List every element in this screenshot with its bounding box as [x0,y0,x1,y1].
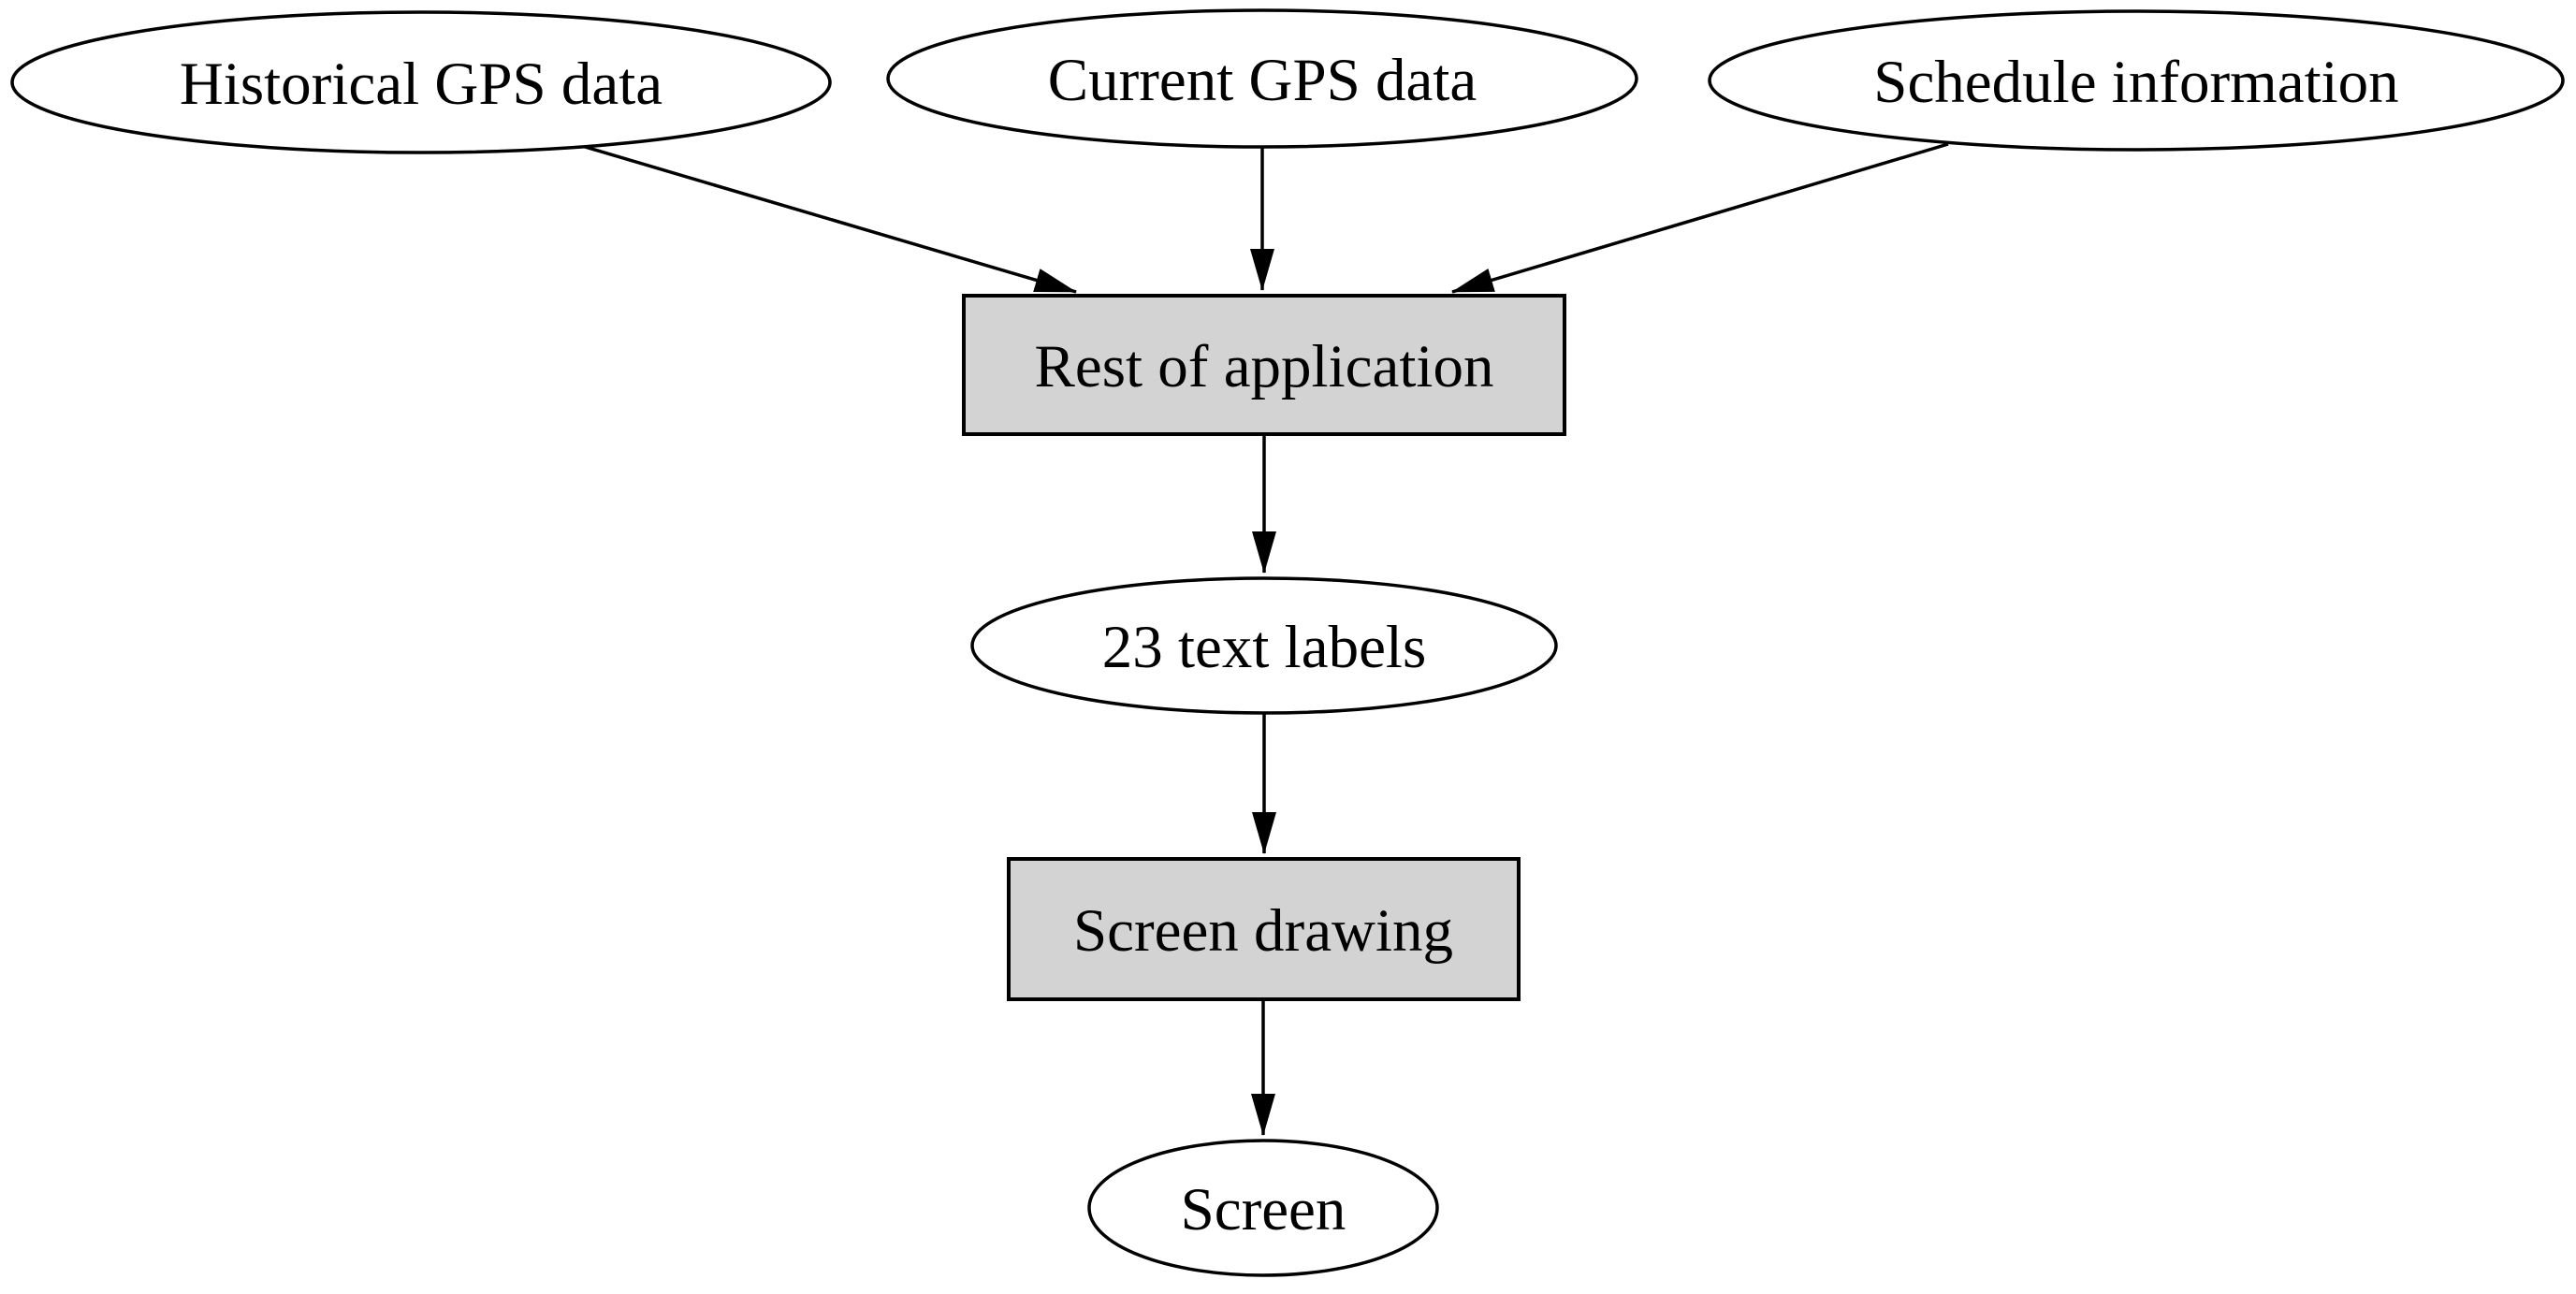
node-historical-gps-data-label: Historical GPS data [180,51,662,118]
node-historical-gps-data-shape [10,10,832,154]
node-current-gps-data: Current GPS data [886,8,1638,149]
node-screen-label: Screen [1181,1176,1346,1243]
node-screen: Screen [1087,1139,1439,1277]
node-23-text-labels-label: 23 text labels [1102,614,1427,681]
node-rest-of-application-label: Rest of application [1035,333,1494,400]
node-23-text-labels-shape [970,576,1558,715]
edge-historical-to-rest [581,144,1077,294]
node-schedule-information-label: Schedule information [1873,49,2398,116]
node-current-gps-data-label: Current GPS data [1048,47,1477,114]
edge-schedule-to-rest [1451,142,1949,294]
node-screen-drawing-shape [1007,857,1521,1001]
node-current-gps-data-shape [886,8,1638,149]
node-screen-drawing: Screen drawing [1007,857,1521,1001]
node-screen-shape [1087,1139,1439,1277]
edge-group [581,142,1949,1136]
node-schedule-information: Schedule information [1708,9,2565,152]
node-23-text-labels: 23 text labels [970,576,1558,715]
node-rest-of-application: Rest of application [962,294,1566,436]
node-schedule-information-shape [1708,9,2565,152]
node-historical-gps-data: Historical GPS data [10,10,832,154]
node-rest-of-application-shape [962,294,1566,436]
node-screen-drawing-label: Screen drawing [1073,897,1453,965]
